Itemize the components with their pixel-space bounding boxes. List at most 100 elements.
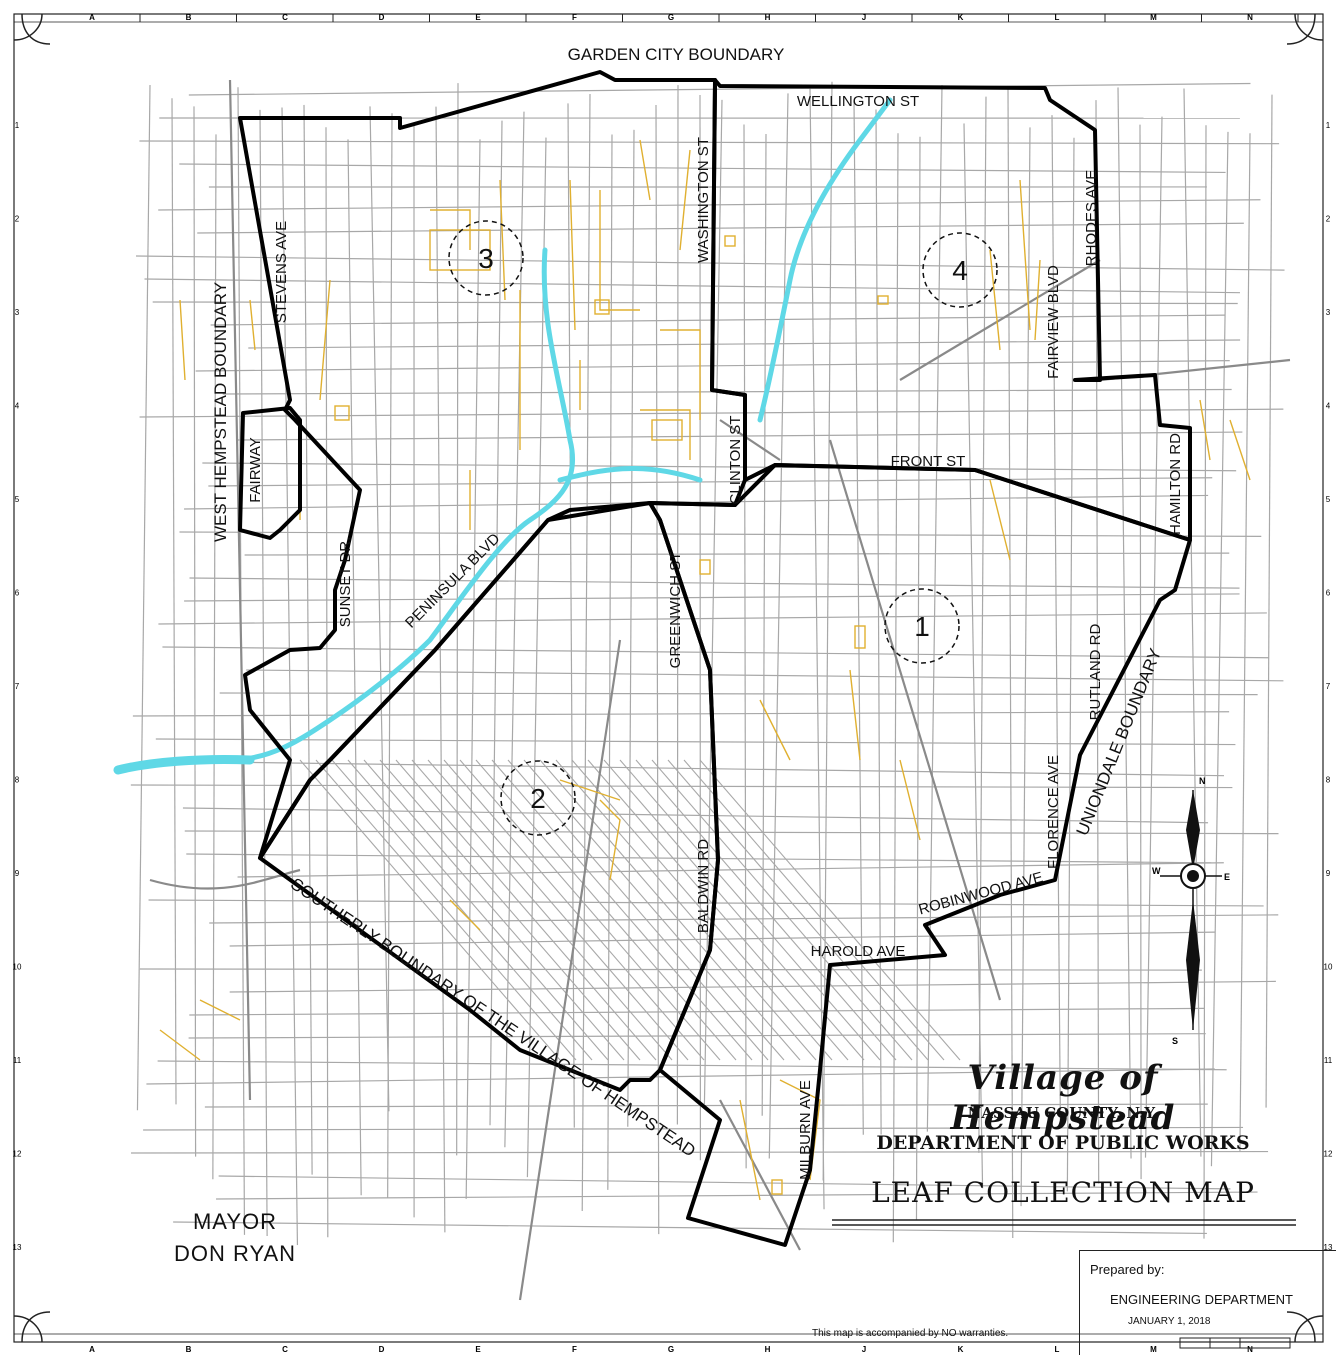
street-label-clinton: CLINTON ST	[727, 416, 744, 505]
grid-row-label: 12	[1324, 1150, 1333, 1159]
grid-column-label: N	[1247, 13, 1253, 22]
grid-row-label: 4	[15, 402, 20, 411]
grid-column-label: J	[862, 13, 866, 22]
grid-row-label: 8	[15, 776, 20, 785]
grid-column-label: G	[668, 1345, 674, 1354]
grid-column-label: M	[1150, 1345, 1157, 1354]
street-label-florence: FLORENCE AVE	[1045, 755, 1062, 869]
zone-number: 1	[914, 611, 930, 642]
grid-row-label: 13	[13, 1243, 22, 1252]
mayor-name: DON RYAN	[173, 1241, 297, 1266]
boundary-label-west: WEST HEMPSTEAD BOUNDARY	[211, 282, 230, 542]
grid-row-label: 6	[15, 589, 20, 598]
grid-row-label: 10	[1324, 963, 1333, 972]
grid-column-label: N	[1247, 1345, 1253, 1354]
compass-east-label: E	[1224, 872, 1231, 882]
map-name: LEAF COLLECTION MAP	[871, 1176, 1255, 1209]
grid-column-label: M	[1150, 13, 1157, 22]
grid-column-label: D	[379, 13, 385, 22]
street-label-fairview: FAIRVIEW BLVD	[1045, 265, 1062, 379]
grid-column-label: B	[186, 13, 192, 22]
grid-row-label: 5	[15, 495, 20, 504]
boundary-label-north: GARDEN CITY BOUNDARY	[568, 45, 785, 64]
grid-row-label: 3	[15, 308, 20, 317]
grid-column-label: K	[958, 13, 964, 22]
boundary-zone-4	[615, 78, 1192, 542]
street-label-rhodes: RHODES AVE	[1083, 170, 1100, 266]
grid-column-label: E	[475, 1345, 481, 1354]
street-label-baldwin: BALDWIN RD	[695, 839, 712, 933]
prepared-by-label: Prepared by:	[1090, 1262, 1165, 1277]
prepared-by-box	[1079, 1250, 1336, 1355]
grid-column-label: C	[282, 1345, 288, 1354]
grid-row-label: 7	[1326, 682, 1331, 691]
compass-south-label: S	[1172, 1036, 1179, 1046]
street-label-washington: WASHINGTON ST	[695, 137, 712, 263]
street-label-hamilton: HAMILTON RD	[1167, 433, 1184, 535]
compass-north-label: N	[1199, 776, 1206, 786]
zone-markers: 1 2 3 4	[448, 220, 998, 836]
grid-column-label: A	[89, 13, 95, 22]
grid-row-label: 3	[1326, 308, 1331, 317]
grid-row-label: 6	[1326, 589, 1331, 598]
grid-row-label: 2	[15, 215, 20, 224]
zone-circle	[922, 232, 998, 308]
compass-rose	[1160, 790, 1222, 1030]
street-label-greenwich: GREENWICH ST	[667, 552, 684, 669]
corner-ornaments	[13, 13, 1324, 1343]
map-department: DEPARTMENT OF PUBLIC WORKS	[876, 1132, 1250, 1154]
grid-row-label: 9	[1326, 869, 1331, 878]
zone-number: 3	[478, 243, 494, 274]
street-label-rutland: RUTLAND RD	[1087, 624, 1104, 721]
grid-row-label: 1	[15, 121, 20, 130]
boundary-zone-2	[258, 501, 720, 1092]
grid-row-label: 4	[1326, 402, 1331, 411]
map-frame	[13, 13, 1324, 1343]
street-label-front: FRONT ST	[891, 453, 966, 470]
warranty-note: This map is accompanied by NO warranties…	[812, 1328, 1009, 1339]
boundary-fairway	[238, 406, 302, 540]
grid-row-label: 5	[1326, 495, 1331, 504]
grid-column-label: G	[668, 13, 674, 22]
street-label-wellington: WELLINGTON ST	[797, 93, 919, 110]
zone-number: 4	[952, 255, 968, 286]
grid-column-label: K	[958, 1345, 964, 1354]
grid-row-label: 2	[1326, 215, 1331, 224]
mayor-label: MAYOR	[192, 1209, 278, 1234]
grid-column-label: E	[475, 13, 481, 22]
zone-boundaries	[238, 70, 1192, 1247]
mayor-block: MAYOR DON RYAN	[150, 1206, 320, 1270]
street-label-harold: HAROLD AVE	[811, 943, 906, 960]
map-county: NASSAU COUNTY, N.Y.	[967, 1104, 1159, 1122]
zone-circle	[500, 760, 576, 836]
street-label-milburn: MILBURN AVE	[797, 1080, 814, 1180]
park-lines	[159, 139, 1251, 1201]
grid-column-label: L	[1055, 1345, 1060, 1354]
prepared-date: JANUARY 1, 2018	[1128, 1316, 1211, 1327]
grid-row-label: 9	[15, 869, 20, 878]
grid-row-label: 1	[1326, 121, 1331, 130]
grid-column-label: L	[1055, 13, 1060, 22]
street-label-sunset: SUNSET DR.	[337, 537, 354, 628]
grid-row-label: 11	[13, 1056, 22, 1065]
grid-row-label: 12	[13, 1150, 22, 1159]
grid-column-label: H	[765, 13, 771, 22]
prepared-by-department: ENGINEERING DEPARTMENT	[1110, 1292, 1293, 1307]
grid-column-label: B	[186, 1345, 192, 1354]
grid-column-label: H	[765, 1345, 771, 1354]
grid-column-label: J	[862, 1345, 866, 1354]
grid-row-label: 13	[1324, 1243, 1333, 1252]
grid-column-label: F	[572, 1345, 577, 1354]
grid-column-label: F	[572, 13, 577, 22]
grid-column-label: D	[379, 1345, 385, 1354]
grid-row-label: 8	[1326, 776, 1331, 785]
zone-number: 2	[530, 783, 546, 814]
grid-column-label: C	[282, 13, 288, 22]
zone-circle	[448, 220, 524, 296]
street-label-stevens: STEVENS AVE	[273, 221, 290, 323]
map-title: Village of Hempstead	[950, 1058, 1176, 1138]
zone-circle	[884, 588, 960, 664]
street-label-fairway: FAIRWAY	[247, 437, 264, 503]
grid-row-label: 7	[15, 682, 20, 691]
